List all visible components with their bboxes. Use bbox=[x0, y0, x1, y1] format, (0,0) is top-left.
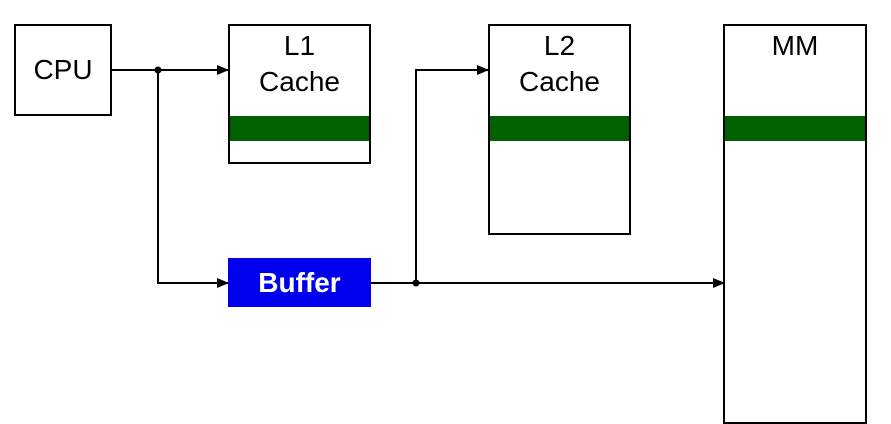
buffer-label: Buffer bbox=[258, 266, 341, 298]
l2-cache-box: L2 Cache bbox=[488, 24, 631, 235]
diagram-canvas: CPU L1 Cache L2 Cache MM Buffer bbox=[14, 24, 867, 424]
arrow-buffer-to-l2 bbox=[415, 65, 489, 283]
connectors-layer bbox=[112, 65, 725, 288]
cpu-box: CPU bbox=[14, 24, 112, 116]
l1-cache-line bbox=[230, 116, 369, 141]
l1-label-line2: Cache bbox=[259, 66, 340, 97]
l1-cache-box: L1 Cache bbox=[228, 24, 371, 164]
mm-label: MM bbox=[771, 30, 819, 61]
l1-label-line1: L1 bbox=[283, 30, 316, 61]
main-memory-box: MM bbox=[723, 24, 867, 424]
l2-cache-line bbox=[490, 116, 629, 141]
l2-label-line2: Cache bbox=[519, 66, 600, 97]
buffer-box: Buffer bbox=[228, 258, 371, 307]
cpu-label: CPU bbox=[33, 54, 93, 85]
junction-dot-buffer bbox=[412, 279, 420, 287]
arrow-cpu-to-buffer bbox=[157, 70, 229, 288]
mm-cache-line bbox=[725, 116, 865, 141]
l2-label-line1: L2 bbox=[543, 30, 576, 61]
junction-dot-cpu bbox=[154, 66, 162, 74]
